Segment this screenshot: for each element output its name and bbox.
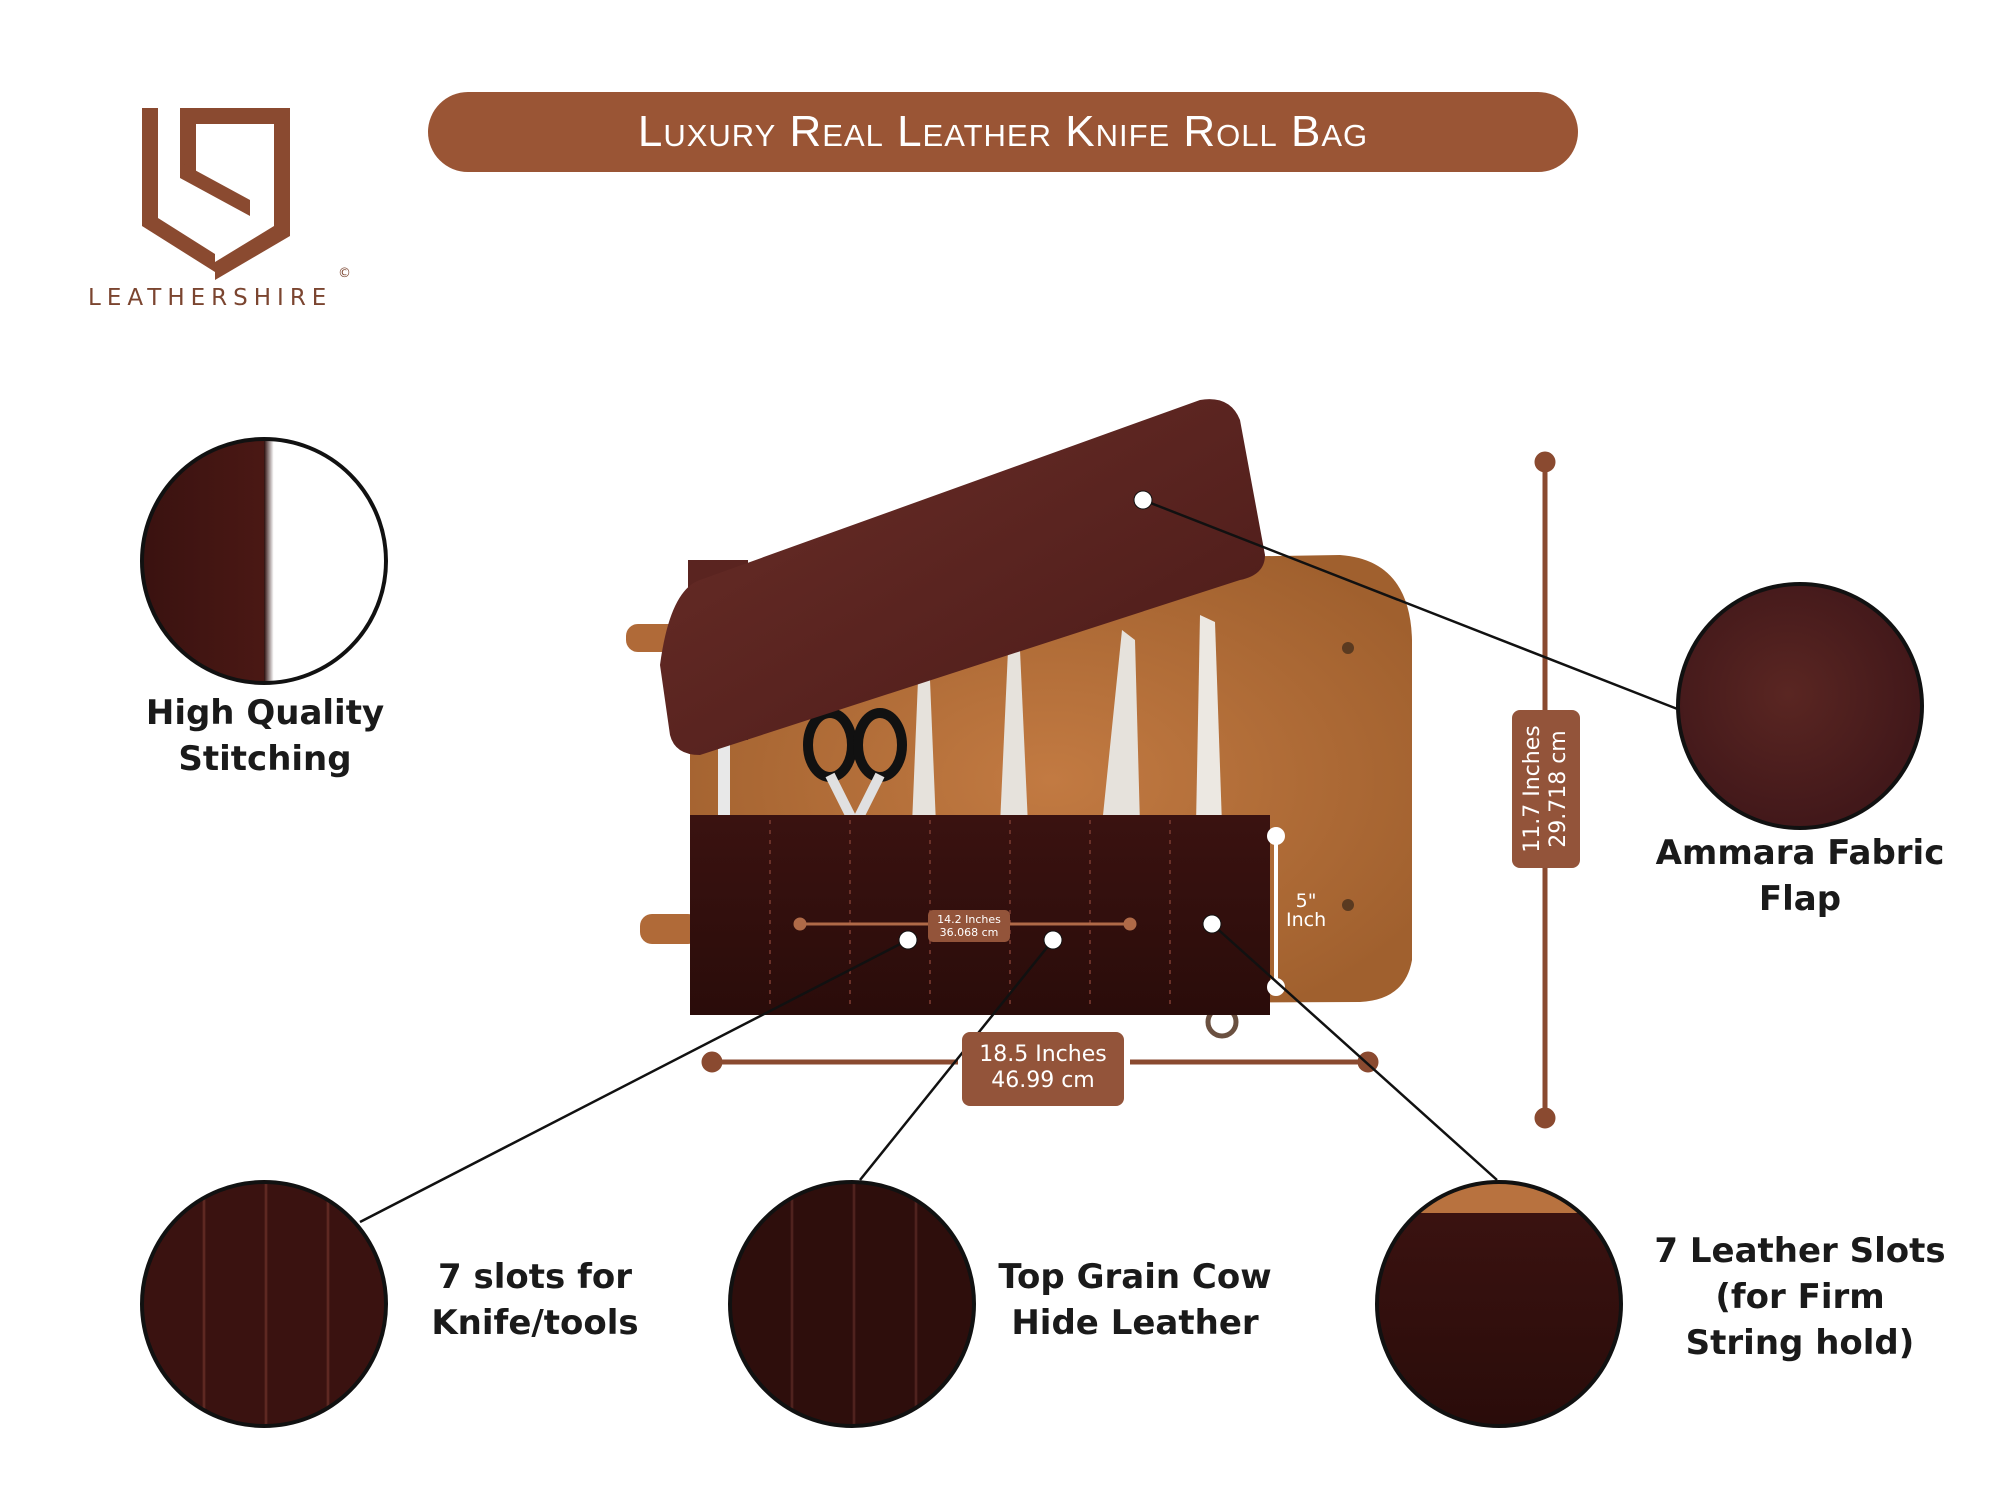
stitching-detail-image [140,437,388,685]
stitching-label: High Quality Stitching [145,693,385,779]
pocket-width-inches: 14.2 Inches [937,913,1001,926]
marker-dot [1043,930,1063,950]
slots-detail-image [140,1180,388,1428]
fabric-flap [660,399,1265,755]
knives [718,615,1222,825]
height-inches: 11.7 Inches [1520,725,1545,853]
title-banner: Luxury Real Leather Knife Roll Bag [428,92,1578,172]
fabric-flap-detail-image [1676,582,1924,830]
connector-flap [1142,498,1681,712]
leather-label: Top Grain Cow Hide Leather [998,1257,1272,1343]
pocket-width-cm: 36.068 cm [939,926,999,939]
copyright-mark: © [338,266,351,281]
rivet [1342,642,1354,654]
pocket-width-label: 14.2 Inches 36.068 cm [928,910,1010,942]
leather-detail-image [728,1180,976,1428]
rivet [1342,899,1354,911]
page-title: Luxury Real Leather Knife Roll Bag [637,107,1369,156]
pocket-height-value: 5" [1295,890,1317,912]
pocket-height-unit: Inch [1286,909,1327,931]
flap-label: Ammara Fabric Flap [1655,833,1945,919]
brand-name: LEATHERSHIRE [88,285,333,311]
width-cm: 46.99 cm [991,1068,1095,1093]
marker-dot [898,930,918,950]
connector-slots [359,938,909,1224]
marker-dot [1133,490,1153,510]
height-dimension-label: 11.7 Inches 29.718 cm [1512,710,1580,868]
strings-label: 7 Leather Slots (for Firm String hold) [1654,1231,1946,1363]
width-dimension-label: 18.5 Inches 46.99 cm [962,1032,1124,1106]
connector-leather [859,939,1054,1181]
marker-dot [1202,914,1222,934]
connector-strings [1211,923,1498,1181]
pocket-height-label: 5" Inch [1286,892,1326,930]
slots-label: 7 slots for Knife/tools [431,1257,639,1343]
strap-bottom [640,914,700,944]
strings-detail-image [1375,1180,1623,1428]
height-cm: 29.718 cm [1546,730,1571,848]
width-inches: 18.5 Inches [979,1042,1107,1067]
